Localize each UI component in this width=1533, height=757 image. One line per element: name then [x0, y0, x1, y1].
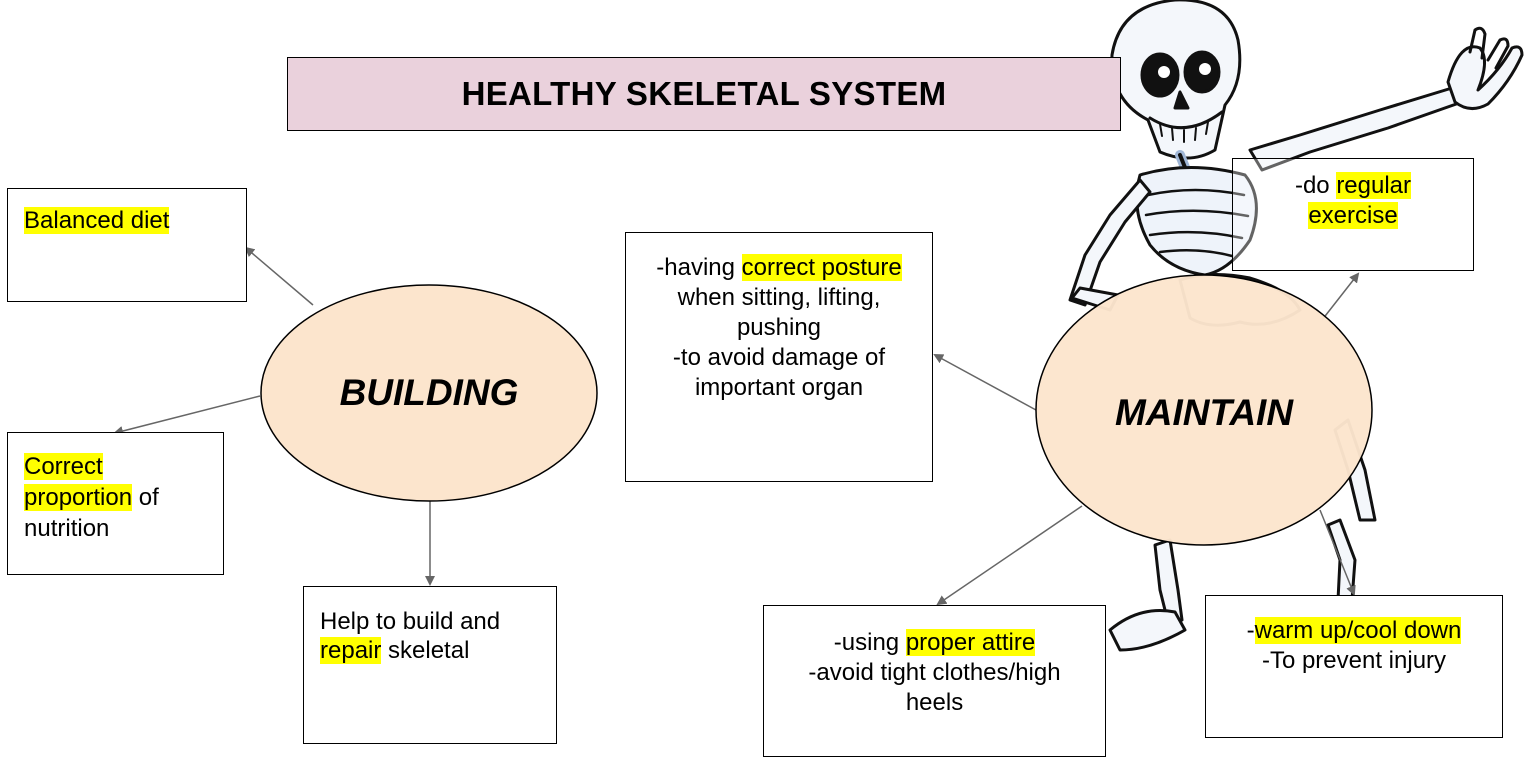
- posture-highlight: correct posture: [741, 254, 902, 281]
- warmup-highlight: warm up/cool down: [1254, 617, 1462, 644]
- posture-pre: -having: [656, 254, 742, 281]
- correct-proportion-box: Correct proportion of nutrition: [7, 432, 224, 575]
- warmup-box: -warm up/cool down -To prevent injury: [1205, 595, 1503, 738]
- posture-box: -having correct posture when sitting, li…: [625, 232, 933, 482]
- attire-box: -using proper attire -avoid tight clothe…: [763, 605, 1106, 757]
- skull-icon: [1110, 0, 1242, 160]
- diagram-title: HEALTHY SKELETAL SYSTEM: [287, 57, 1121, 131]
- arrow-maintain-to-exercise: [1321, 272, 1360, 321]
- correct-proportion-highlight: Correct proportion: [24, 453, 133, 511]
- building-ellipse: [260, 284, 598, 502]
- exercise-box: -do regular exercise: [1232, 158, 1474, 271]
- maintain-label: MAINTAIN: [1114, 392, 1294, 433]
- arrow-building-to-correct-proportion: [113, 395, 261, 436]
- build-repair-box: Help to build and repair skeletal: [303, 586, 557, 744]
- arrow-building-to-balanced-diet: [244, 246, 314, 306]
- warmup-line2: -To prevent injury: [1261, 647, 1447, 674]
- exercise-pre: -do: [1294, 172, 1337, 199]
- posture-post: when sitting, lifting, pushing: [677, 284, 881, 341]
- balanced-diet-text: Balanced diet: [24, 207, 170, 234]
- build-repair-post: skeletal: [381, 637, 470, 664]
- arrow-maintain-to-warmup: [1319, 509, 1356, 596]
- attire-pre: -using: [833, 629, 906, 656]
- arrow-maintain-to-posture: [933, 354, 1037, 411]
- warmup-pre: -: [1246, 617, 1255, 644]
- arrow-maintain-to-attire: [936, 505, 1083, 606]
- diagram-title-text: HEALTHY SKELETAL SYSTEM: [461, 75, 947, 112]
- attire-highlight: proper attire: [905, 629, 1036, 656]
- posture-line2: -to avoid damage of important organ: [672, 344, 886, 401]
- maintain-ellipse: [1035, 274, 1373, 546]
- build-repair-pre: Help to build and: [320, 608, 501, 635]
- attire-line2: -avoid tight clothes/high heels: [808, 659, 1061, 716]
- building-label: BUILDING: [339, 372, 519, 413]
- build-repair-highlight: repair: [320, 637, 382, 664]
- correct-proportion-rest: of nutrition: [24, 484, 159, 542]
- balanced-diet-box: Balanced diet: [7, 188, 247, 302]
